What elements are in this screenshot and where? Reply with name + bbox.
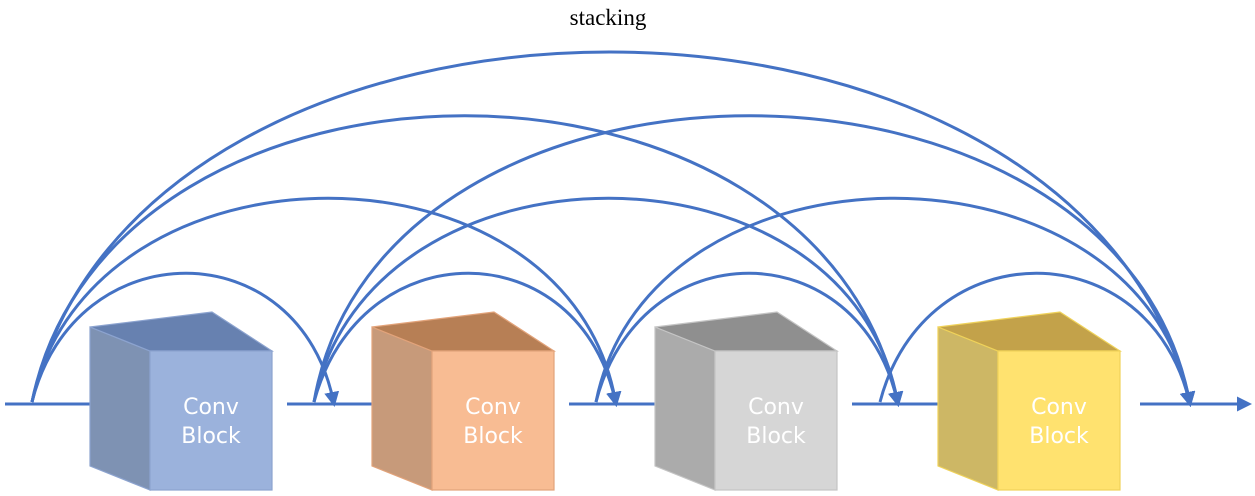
conv-block-label-line2: Block <box>181 424 241 449</box>
skip-connections <box>30 50 1196 407</box>
conv-block-label-line2: Block <box>1029 424 1089 449</box>
conv-block-4: Conv Block <box>937 311 1123 491</box>
conv-block-front-face <box>149 350 273 491</box>
conv-block-2: Conv Block <box>371 311 557 491</box>
conv-block-label-line2: Block <box>746 424 806 449</box>
skip-arc-input-to-block2-output <box>30 196 622 407</box>
skip-arc-block2-to-block3-output <box>594 271 903 407</box>
skip-arc-block1-to-block2-output <box>312 271 621 407</box>
skip-arc-input-to-block1-output <box>30 271 340 407</box>
conv-block-front-face <box>431 350 555 491</box>
conv-block-1: Conv Block <box>89 311 275 491</box>
conv-block-side-face <box>371 326 433 491</box>
skip-arc-block1-to-output <box>312 114 1196 407</box>
conv-block-side-face <box>654 326 716 491</box>
conv-block-label-line1: Conv <box>748 395 804 420</box>
conv-block-label-line1: Conv <box>1031 395 1087 420</box>
conv-block-side-face <box>937 326 999 491</box>
skip-arc-block2-to-output <box>594 196 1196 407</box>
conv-block-front-face <box>714 350 838 491</box>
diagram-title: stacking <box>570 5 647 30</box>
conv-block-label-line1: Conv <box>183 395 239 420</box>
conv-blocks: Conv Block Conv Block Conv Block Conv Bl… <box>89 311 1123 491</box>
skip-arc-block1-to-block3-output <box>312 196 904 407</box>
conv-block-label-line2: Block <box>463 424 523 449</box>
conv-block-side-face <box>89 326 151 491</box>
conv-block-front-face <box>997 350 1121 491</box>
skip-arc-input-to-block3-output <box>30 114 903 407</box>
conv-block-3: Conv Block <box>654 311 840 491</box>
skip-arc-input-to-output <box>30 50 1195 407</box>
skip-arc-block3-to-output <box>878 271 1195 407</box>
conv-block-label-line1: Conv <box>465 395 521 420</box>
